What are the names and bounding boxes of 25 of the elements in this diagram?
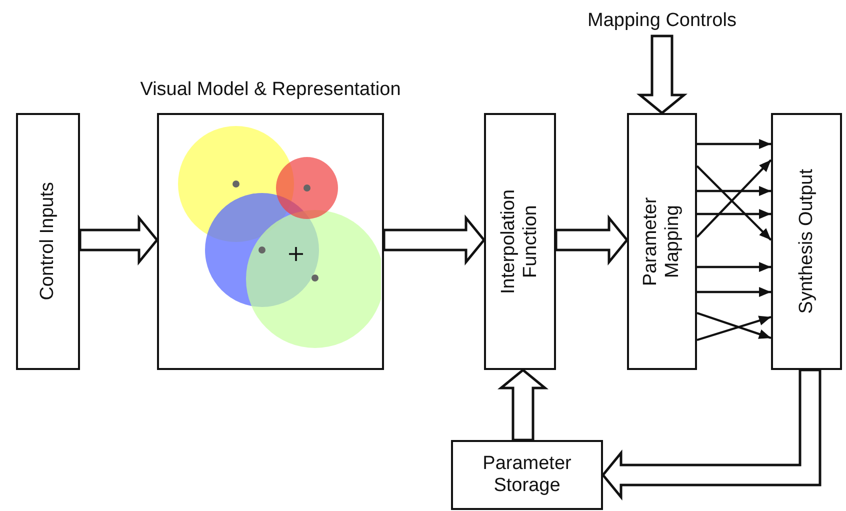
box-label: Parameter Storage bbox=[482, 453, 572, 497]
box-label: Parameter Mapping bbox=[640, 196, 684, 288]
arrow bbox=[697, 287, 771, 297]
block-arrow bbox=[78, 214, 159, 266]
process-box bbox=[484, 113, 556, 370]
process-box bbox=[771, 113, 842, 370]
box-label: Control Inputs bbox=[37, 182, 59, 301]
block-arrow bbox=[554, 214, 629, 266]
arrow bbox=[697, 186, 771, 196]
arrow bbox=[697, 209, 771, 219]
block-arrow bbox=[601, 368, 822, 500]
box-label: Synthesis Output bbox=[796, 169, 818, 314]
arrow bbox=[696, 316, 772, 342]
process-box bbox=[451, 440, 603, 510]
panel-heading: Visual Model & Representation bbox=[139, 79, 402, 101]
block-arrow bbox=[498, 368, 548, 442]
process-box bbox=[16, 113, 80, 370]
arrow bbox=[697, 262, 771, 272]
input-label: Mapping Controls bbox=[588, 10, 736, 32]
arrow bbox=[696, 312, 772, 340]
arrow bbox=[697, 139, 771, 149]
process-box bbox=[627, 113, 697, 370]
box-label: Interpolation Function bbox=[498, 188, 542, 296]
block-arrow bbox=[636, 34, 688, 115]
block-arrow bbox=[382, 214, 486, 266]
